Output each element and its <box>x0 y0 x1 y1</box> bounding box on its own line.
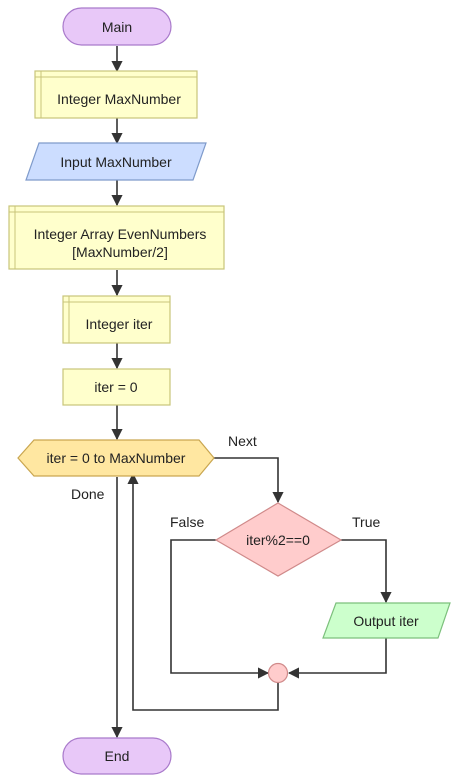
node-loop-shape <box>17 439 215 477</box>
edge-label-true: True <box>352 514 380 530</box>
node-decl-evennumbers-shape <box>8 205 225 270</box>
node-end[interactable]: End <box>62 737 172 775</box>
node-loop-label: iter = 0 to MaxNumber <box>47 450 186 466</box>
node-decl-maxnumber-shape <box>34 70 198 119</box>
node-main-label: Main <box>102 19 132 35</box>
node-end-shape <box>62 737 172 775</box>
node-decl-evennumbers[interactable]: Integer Array EvenNumbers [MaxNumber/2] <box>8 205 225 270</box>
edge-output-to-junction <box>287 638 387 679</box>
node-decl-iter-shape <box>62 295 171 344</box>
node-loop[interactable]: iter = 0 to MaxNumber <box>17 439 215 477</box>
node-assign-iter-label: iter = 0 <box>94 379 137 395</box>
edge-label-done: Done <box>71 486 105 502</box>
node-assign-iter-shape <box>62 368 171 406</box>
node-assign-iter[interactable]: iter = 0 <box>62 368 171 406</box>
node-decl-evennumbers-label-line2: [MaxNumber/2] <box>72 244 168 260</box>
node-decl-maxnumber[interactable]: Integer MaxNumber <box>34 70 198 119</box>
node-decision-label: iter%2==0 <box>246 532 310 548</box>
edge-loopback <box>127 472 279 711</box>
node-output-iter[interactable]: Output iter <box>322 602 451 639</box>
edges <box>111 46 392 739</box>
node-decl-iter-label: Integer iter <box>86 316 153 332</box>
node-decl-evennumbers-label-line1: Integer Array EvenNumbers <box>34 226 207 242</box>
node-main[interactable]: Main <box>62 7 172 46</box>
edge-decision-true <box>341 539 392 604</box>
node-junction[interactable] <box>267 662 289 684</box>
edge-loop-next <box>214 457 284 504</box>
edge-label-false: False <box>170 514 204 530</box>
edge-label-next: Next <box>228 433 257 449</box>
node-decl-iter[interactable]: Integer iter <box>62 295 171 344</box>
node-output-iter-shape <box>322 602 451 639</box>
node-main-shape <box>62 7 172 46</box>
node-output-iter-label: Output iter <box>353 613 419 629</box>
edge-decision-false <box>170 539 270 679</box>
node-input-maxnumber-label: Input MaxNumber <box>60 154 172 170</box>
node-decision[interactable]: iter%2==0 <box>214 502 343 577</box>
node-decision-shape <box>214 502 343 577</box>
node-end-label: End <box>105 748 130 764</box>
node-input-maxnumber-shape <box>25 142 207 181</box>
node-input-maxnumber[interactable]: Input MaxNumber <box>25 142 207 181</box>
node-decl-maxnumber-label: Integer MaxNumber <box>57 91 181 107</box>
